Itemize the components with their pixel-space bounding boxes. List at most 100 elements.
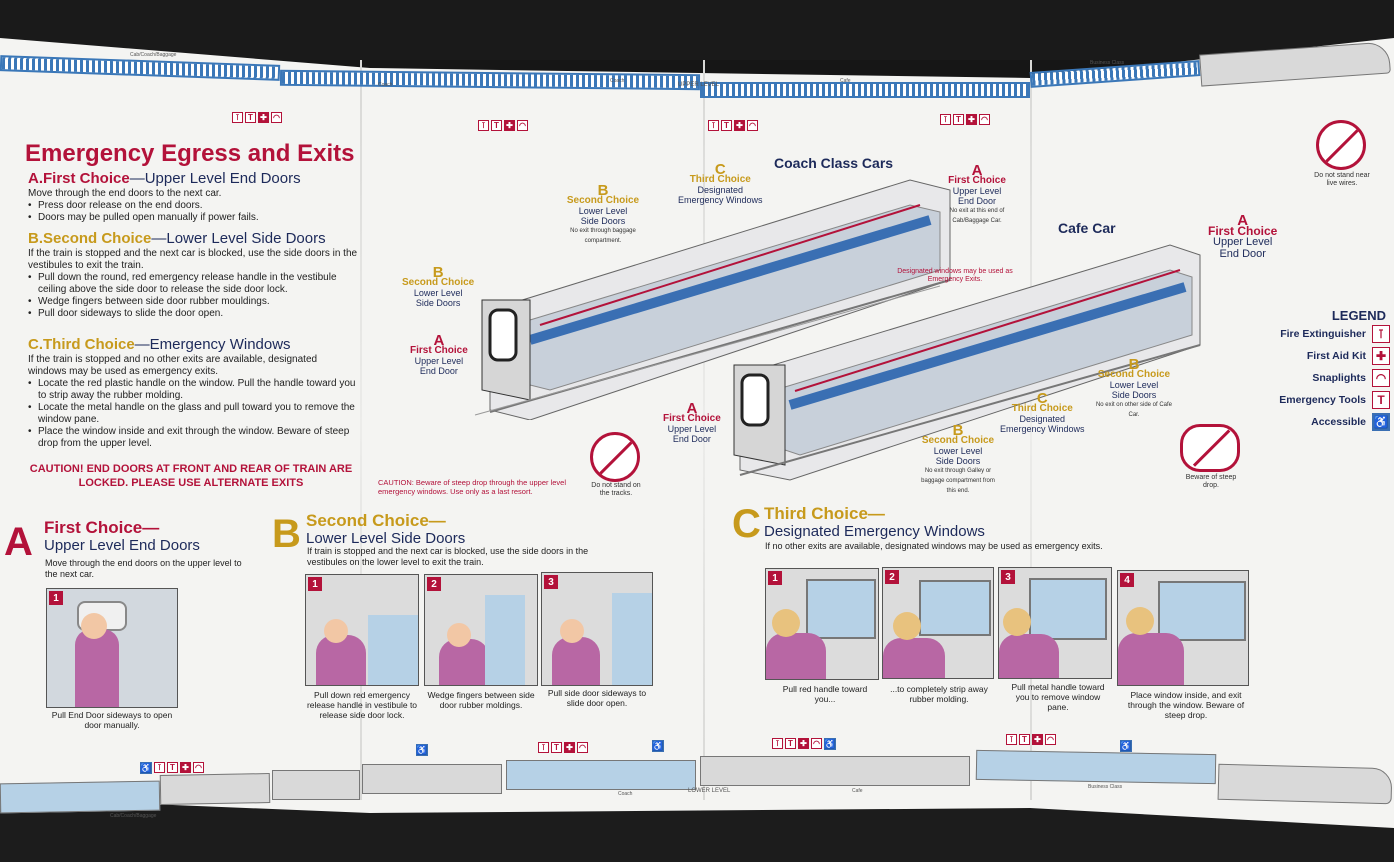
top-strip-label-cab: Cab/Coach/Baggage [130, 52, 177, 58]
top-strip-label-coach1: Coach [378, 82, 393, 88]
list-b-text: If the train is stopped and the next car… [28, 248, 358, 271]
accessible-icon: ♿ [416, 744, 428, 756]
bottom-strip-cab-car [0, 780, 161, 814]
top-strip-label-level: UPPER LEVEL [678, 82, 720, 88]
extinguisher-icon: ⊺ [708, 120, 719, 131]
first-aid-icon: ✚ [504, 120, 515, 131]
list-second-choice: B.Second Choice—Lower Level Side Doors I… [28, 230, 358, 320]
cafe-b-mid: B Second Choice Lower Level Side Doors N… [921, 422, 995, 494]
top-icons-1: ⊺ T ✚ ◠ [232, 112, 282, 123]
list-b-bullet-1: Pull down the round, red emergency relea… [28, 272, 358, 296]
snaplight-icon: ◠ [577, 742, 588, 753]
fold-line-3 [1030, 60, 1032, 800]
section-c-heading: Third Choice— Designated Emergency Windo… [764, 504, 985, 541]
list-b-letter: B. [28, 230, 43, 247]
cafe-b-right: B Second Choice Lower Level Side Doors N… [1095, 356, 1173, 418]
page-title: Emergency Egress and Exits [25, 140, 355, 167]
section-b-step-3: 3 [541, 572, 653, 686]
section-b-step-1: 1 [305, 574, 419, 686]
section-a-desc: Move through the end doors on the upper … [45, 558, 242, 579]
cafe-a-right: A First Choice Upper Level End Door [1208, 212, 1278, 260]
snaplight-icon: ◠ [747, 120, 758, 131]
list-b-bullet-3: Pull door sideways to slide the door ope… [28, 308, 358, 320]
bottom-strip-car-4 [362, 764, 502, 794]
tools-icon: T [953, 114, 964, 125]
bottom-icons-6: ⊺ T ✚ ◠ [1006, 734, 1056, 745]
top-strip-cafe-car [700, 82, 1030, 98]
coach-b-top: B Second Choice Lower Level Side Doors N… [566, 182, 640, 244]
snaplight-icon: ◠ [979, 114, 990, 125]
no-live-wires-sign-icon [1316, 120, 1366, 170]
top-strip-label-coach2: Coach [610, 78, 625, 84]
list-c-bullet-3: Place the window inside and exit through… [28, 426, 358, 450]
bottom-strip-cafe-car [700, 756, 970, 786]
list-c-rest: —Emergency Windows [134, 336, 291, 353]
section-b-caption-1: Pull down red emergency release handle i… [306, 690, 418, 720]
section-c-letter: C [732, 502, 761, 546]
first-aid-icon: ✚ [180, 762, 191, 773]
top-strip-label-business: Business Class [1090, 60, 1125, 66]
section-c-caption-1: Pull red handle toward you... [782, 684, 868, 704]
list-a-choice: First Choice [43, 170, 130, 187]
bottom-icons-5: ⊺ T ✚ ◠ ♿ [772, 738, 836, 750]
section-c-step-2: 2 [882, 567, 994, 679]
bottom-strip-label-coach: Coach [618, 791, 633, 797]
list-c-choice: Third Choice [43, 336, 135, 353]
first-aid-icon: ✚ [1372, 347, 1390, 365]
top-icons-2: ⊺ T ✚ ◠ [478, 120, 528, 131]
steep-drop-text: Beware of steep drop. [1185, 474, 1237, 489]
extinguisher-icon: ⊺ [478, 120, 489, 131]
list-third-choice: C.Third Choice—Emergency Windows If the … [28, 336, 358, 450]
extinguisher-icon: ⊺ [1006, 734, 1017, 745]
accessible-icon: ♿ [1372, 413, 1390, 431]
first-aid-icon: ✚ [258, 112, 269, 123]
bottom-icons-7: ♿ [1120, 740, 1132, 752]
fold-line-2 [703, 60, 705, 800]
extinguisher-icon: ⊺ [1372, 325, 1390, 343]
snaplight-icon: ◠ [517, 120, 528, 131]
section-b-desc: If train is stopped and the next car is … [307, 546, 589, 567]
list-a-rest: —Upper Level End Doors [129, 170, 301, 187]
extinguisher-icon: ⊺ [232, 112, 243, 123]
coach-car-title: Coach Class Cars [774, 155, 894, 171]
bottom-icons-3: ⊺ T ✚ ◠ [538, 742, 588, 753]
section-b-caption-2: Wedge fingers between side door rubber m… [427, 690, 535, 710]
tools-icon: T [491, 120, 502, 131]
first-aid-icon: ✚ [734, 120, 745, 131]
bottom-strip-label-cab: Cab/Coach/Baggage [110, 813, 157, 819]
section-a-step-image: 1 [46, 588, 178, 708]
first-aid-icon: ✚ [1032, 734, 1043, 745]
bottom-strip-car-3 [272, 770, 360, 800]
first-aid-icon: ✚ [564, 742, 575, 753]
accessible-icon: ♿ [824, 738, 836, 750]
first-aid-icon: ✚ [966, 114, 977, 125]
first-aid-icon: ✚ [798, 738, 809, 749]
tools-icon: T [551, 742, 562, 753]
accessible-icon: ♿ [652, 740, 664, 752]
tools-icon: T [785, 738, 796, 749]
section-c-step-1: 1 [765, 568, 879, 680]
bottom-icons-1: ♿ ⊺ T ✚ ◠ [140, 762, 204, 774]
tools-icon: T [1372, 391, 1390, 409]
bottom-strip-business-car [975, 749, 1217, 785]
section-a-step-number: 1 [49, 591, 63, 605]
background-top [0, 0, 1394, 60]
tools-icon: T [721, 120, 732, 131]
snaplight-icon: ◠ [271, 112, 282, 123]
snaplight-icon: ◠ [811, 738, 822, 749]
list-a-text: Move through the end doors to the next c… [28, 188, 222, 199]
bottom-strip-label-level: LOWER LEVEL [688, 788, 731, 794]
steep-drop-sign-icon [1180, 424, 1240, 472]
top-icons-4: ⊺ T ✚ ◠ [940, 114, 990, 125]
section-c-caption-4: Place window inside, and exit through th… [1127, 690, 1245, 720]
bottom-strip-label-cafe: Cafe [852, 788, 863, 794]
coach-a-left: A First Choice Upper Level End Door [410, 332, 468, 376]
section-c-step-4: 4 [1117, 570, 1249, 686]
section-a-caption: Pull End Door sideways to open door manu… [51, 710, 173, 730]
fold-line-1 [360, 60, 362, 800]
list-c-bullet-1: Locate the red plastic handle on the win… [28, 378, 358, 402]
section-b-step-2: 2 [424, 574, 538, 686]
snaplight-icon: ◠ [193, 762, 204, 773]
